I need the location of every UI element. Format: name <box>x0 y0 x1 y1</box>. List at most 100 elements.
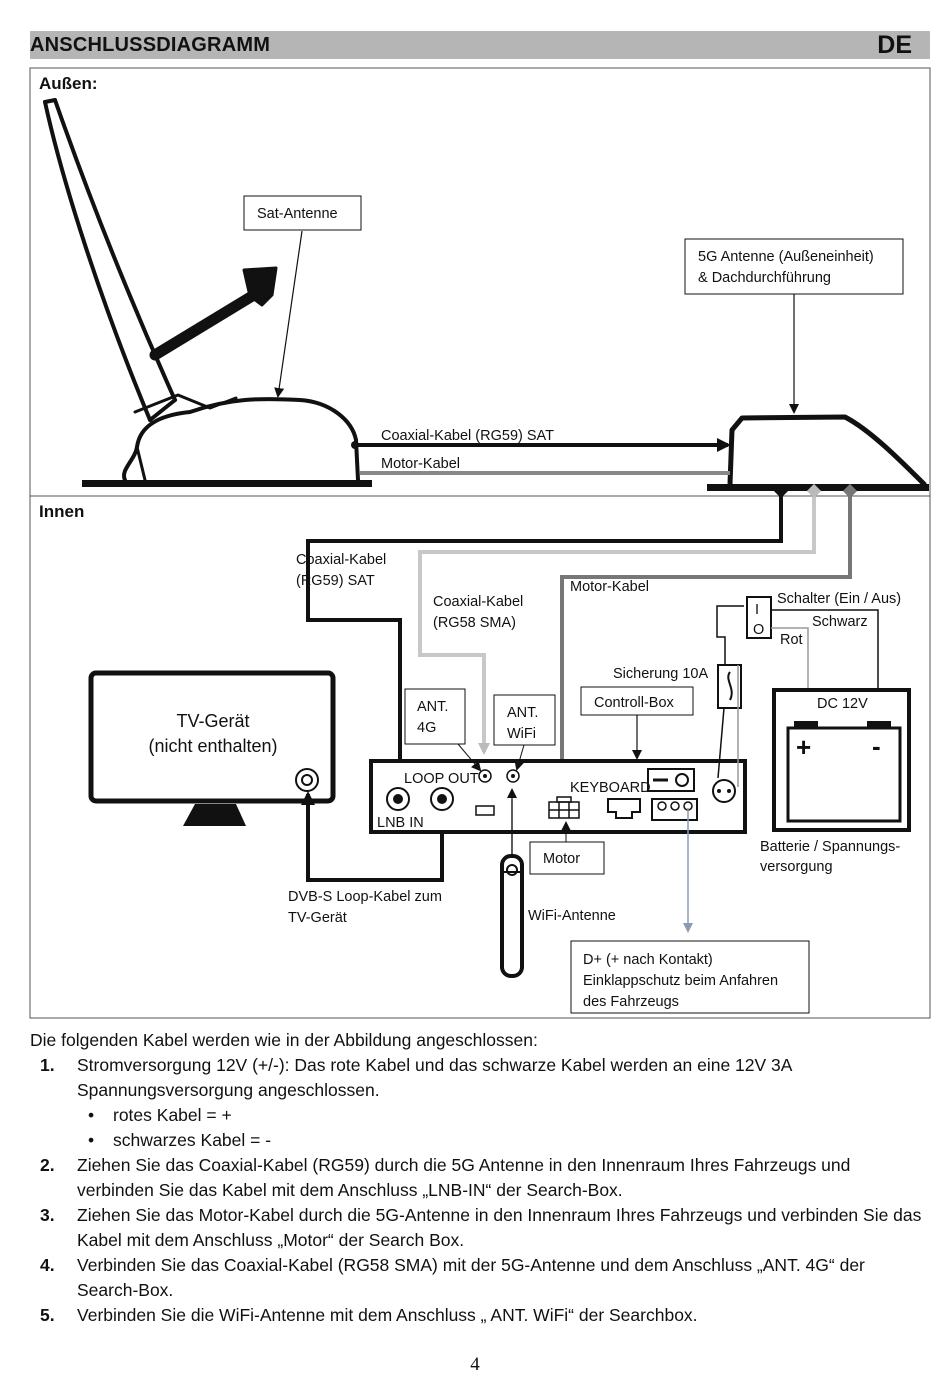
black-wire <box>771 609 883 714</box>
ant-wifi-label-1: ANT. <box>507 705 538 721</box>
tv-label-1: TV-Gerät <box>176 711 249 731</box>
bullet-text: schwarzes Kabel = - <box>113 1130 272 1150</box>
step-number: 3. <box>40 1205 55 1225</box>
step-4: 4. Verbinden Sie das Coaxial-Kabel (RG58… <box>30 1253 930 1303</box>
ant-wifi-port <box>506 769 520 783</box>
black-wire-label: Schwarz <box>812 614 868 630</box>
ant-4g-callout <box>404 688 466 745</box>
ant-4g-label-1: ANT. <box>417 699 448 715</box>
switch-o: O <box>753 622 764 638</box>
motor-cable-inside-line <box>556 490 852 798</box>
step-text: Stromversorgung 12V (+/-): Das rote Kabe… <box>77 1055 792 1100</box>
connection-diagram: Außen: Innen Sat-Antenne 5G Antenne (Auß… <box>29 67 931 1019</box>
antenna-5g-callout <box>684 238 904 295</box>
battery-minus: - <box>872 731 881 761</box>
red-wire <box>771 627 813 714</box>
fuse <box>717 664 742 709</box>
loop-out-port <box>430 787 454 811</box>
dvbs-label-1: DVB-S Loop-Kabel zum <box>288 889 442 905</box>
language-code: DE <box>877 31 912 59</box>
bullet-red: • rotes Kabel = + <box>77 1103 930 1128</box>
motor-label: Motor <box>543 851 580 867</box>
fuse-to-plug-wire <box>717 707 725 779</box>
sat-antenna-drawing <box>43 98 360 482</box>
antenna-5g-housing <box>727 414 927 487</box>
tv-label-2: (nicht enthalten) <box>148 736 277 756</box>
dplus-callout <box>570 940 810 1014</box>
battery-plus: + <box>796 732 811 762</box>
instructions: Die folgenden Kabel werden wie in der Ab… <box>30 1028 930 1328</box>
bullet-symbol: • <box>88 1130 95 1150</box>
step-2: 2. Ziehen Sie das Coaxial-Kabel (RG59) d… <box>30 1153 930 1203</box>
motor-callout <box>529 841 605 875</box>
control-box-port <box>647 768 695 792</box>
page-header: ANSCHLUSSDIAGRAMM DE <box>30 31 930 59</box>
tv-stand <box>183 804 246 826</box>
polarity-list: • rotes Kabel = + • schwarzes Kabel = - <box>77 1103 930 1153</box>
indicator-slot <box>475 805 495 816</box>
dplus-label-1: D+ (+ nach Kontakt) <box>583 952 713 968</box>
coax-sma-cable <box>418 490 816 755</box>
step-text: Verbinden Sie das Coaxial-Kabel (RG58 SM… <box>77 1255 865 1300</box>
antenna-5g-label-1: 5G Antenne (Außeneinheit) <box>698 249 874 265</box>
dplus-label-2: Einklappschutz beim Anfahren <box>583 973 778 989</box>
ant-4g-port <box>478 769 492 783</box>
coax-sat-inside-label-1: Coaxial-Kabel <box>296 552 386 568</box>
dvbs-loop-cable <box>301 791 444 882</box>
coax-sat-outside-label: Coaxial-Kabel (RG59) SAT <box>381 428 554 444</box>
coax-sma-label-1: Coaxial-Kabel <box>433 594 523 610</box>
bullet-black: • schwarzes Kabel = - <box>77 1128 930 1153</box>
fuse-label: Sicherung 10A <box>613 666 708 682</box>
battery-label-2: versorgung <box>760 859 833 875</box>
battery-dc-label: DC 12V <box>817 696 868 712</box>
bullet-text: rotes Kabel = + <box>113 1105 232 1125</box>
loop-out-label: LOOP OUT <box>404 771 479 787</box>
step-5: 5. Verbinden Sie die WiFi-Antenne mit de… <box>30 1303 930 1328</box>
sat-antenna-callout <box>243 195 362 231</box>
outside-label: Außen: <box>39 74 98 93</box>
step-number: 2. <box>40 1155 55 1175</box>
step-1: 1. Stromversorgung 12V (+/-): Das rote K… <box>30 1053 930 1153</box>
roof-line-left <box>82 480 372 487</box>
coax-sat-outside-dot <box>351 441 359 449</box>
ant-wifi-pointer <box>514 744 525 771</box>
ant-4g-label-2: 4G <box>417 720 436 736</box>
coax-sma-label-2: (RG58 SMA) <box>433 615 516 631</box>
tv-set <box>88 670 336 804</box>
antenna-5g-label-2: & Dachdurchführung <box>698 270 831 286</box>
steps-list: 1. Stromversorgung 12V (+/-): Das rote K… <box>30 1053 930 1328</box>
step-text: Verbinden Sie die WiFi-Antenne mit dem A… <box>77 1305 698 1325</box>
motor-port <box>548 796 580 819</box>
lnb-in-label: LNB IN <box>377 815 424 831</box>
roof-line-right <box>707 484 929 491</box>
battery-inner <box>786 726 902 823</box>
step-3: 3. Ziehen Sie das Motor-Kabel durch die … <box>30 1203 930 1253</box>
step-number: 4. <box>40 1255 55 1275</box>
motor-cable-outside-label: Motor-Kabel <box>381 456 460 472</box>
bullet-symbol: • <box>88 1105 95 1125</box>
sat-antenna-label: Sat-Antenne <box>257 206 338 222</box>
ant-4g-pointer <box>457 743 482 772</box>
step-number: 1. <box>40 1055 55 1075</box>
header-title: ANSCHLUSSDIAGRAMM <box>30 34 271 56</box>
power-terminal-block <box>651 798 698 821</box>
inside-label: Innen <box>39 502 84 521</box>
step-number: 5. <box>40 1305 55 1325</box>
coax-sat-inside-label-2: (RG59) SAT <box>296 573 375 589</box>
fuse-to-switch-wire <box>716 605 744 665</box>
ant-wifi-callout <box>493 694 556 746</box>
power-switch <box>746 596 772 639</box>
coax-sat-inside-cable <box>306 490 783 798</box>
keyboard-label: KEYBOARD <box>570 780 651 796</box>
ant-wifi-label-2: WiFi <box>507 726 536 742</box>
control-box-label: Controll-Box <box>594 695 675 711</box>
motor-cable-inside-label: Motor-Kabel <box>570 579 649 595</box>
sat-antenna-pointer <box>274 230 303 398</box>
instructions-intro: Die folgenden Kabel werden wie in der Ab… <box>30 1030 538 1050</box>
control-box-callout <box>580 686 694 716</box>
keyboard-port <box>607 798 641 819</box>
power-plug <box>712 779 736 803</box>
switch-label: Schalter (Ein / Aus) <box>777 591 901 607</box>
inside-frame <box>29 495 931 1019</box>
dplus-label-3: des Fahrzeugs <box>583 994 679 1010</box>
